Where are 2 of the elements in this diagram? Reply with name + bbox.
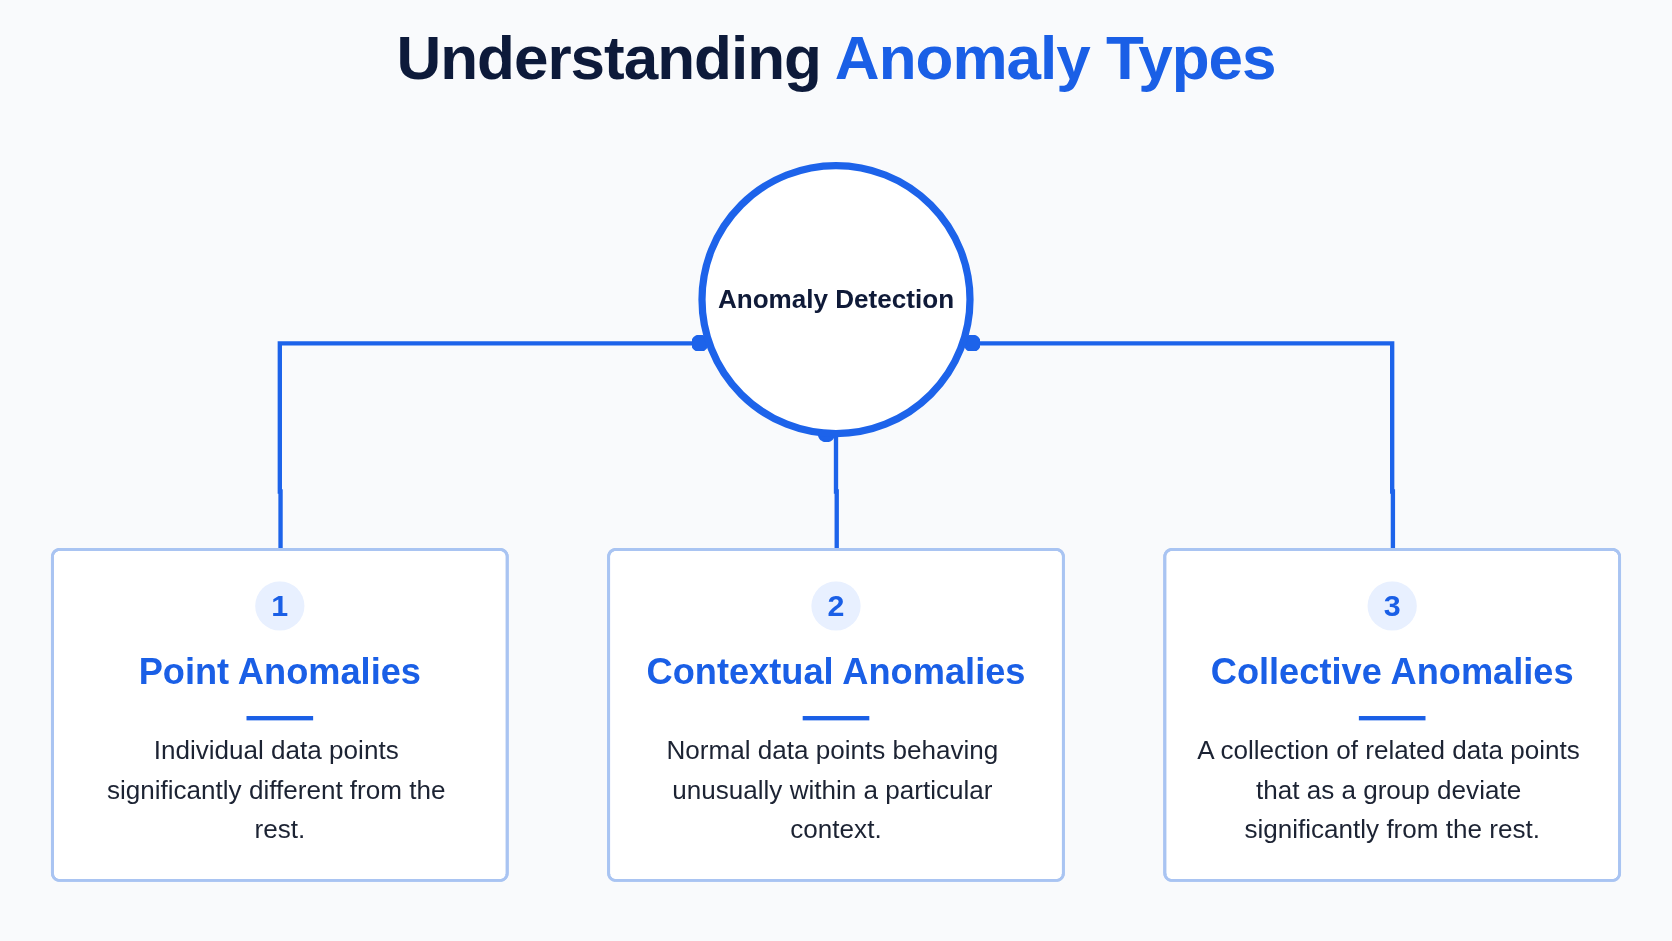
node-circle: Anomaly Detection <box>698 161 974 438</box>
title: Understanding Anomaly Types <box>396 22 1276 93</box>
